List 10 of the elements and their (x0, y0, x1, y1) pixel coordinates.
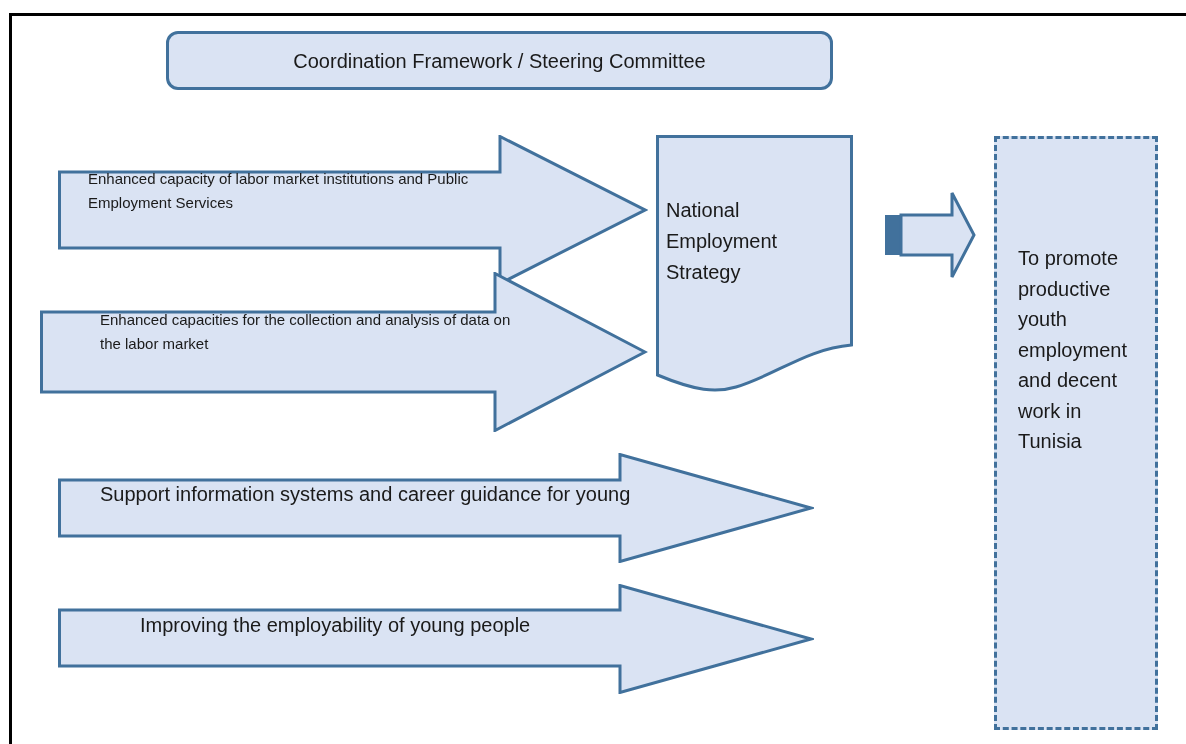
arrow-text: Enhanced capacities for the collection and analysis of data on the labor market (100, 310, 512, 354)
goal-text: To promote productive youth employment and decent work in Tunisia (1018, 246, 1128, 454)
arrow-text: Support information systems and career guidance for young (100, 482, 632, 507)
rounded-box (166, 31, 833, 90)
arrow-text: Improving the employability of young people (140, 613, 532, 638)
document-text: National Employment Strategy (666, 198, 779, 285)
arrow-text: Enhanced capacity of labor market institutions and Public Employment Services (88, 169, 470, 213)
dashed-box (994, 136, 1158, 730)
box-title: Coordination Framework / Steering Committee (293, 48, 706, 74)
block-arrow-connector (885, 191, 976, 279)
